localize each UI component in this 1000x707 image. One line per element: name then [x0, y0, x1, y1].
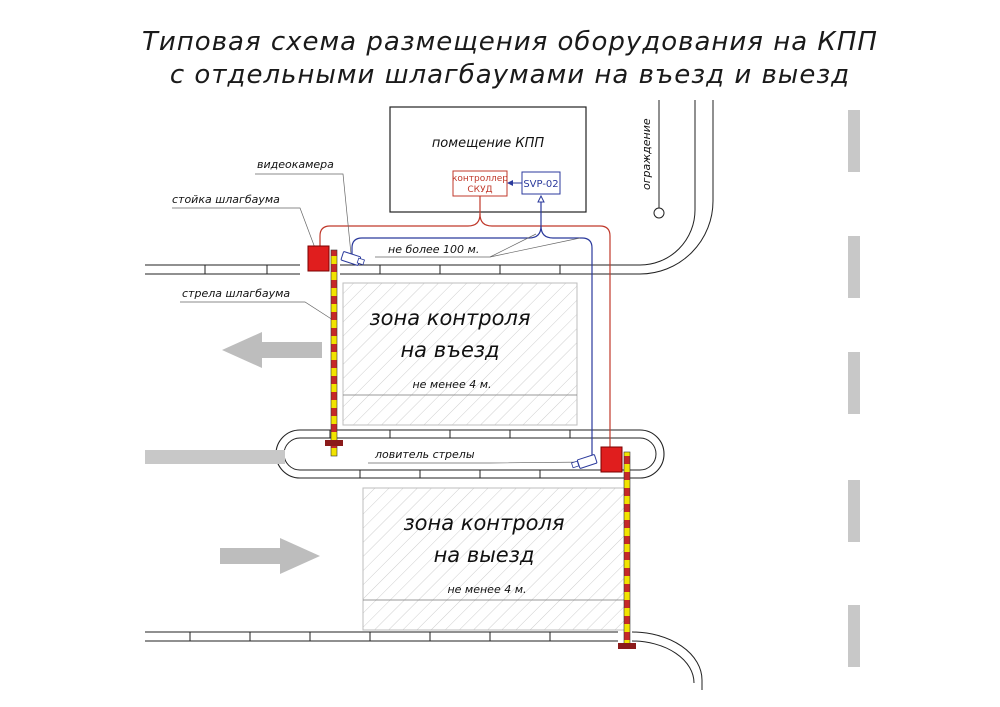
barrier-arm-label: стрела шлагбаума: [182, 287, 290, 300]
exit-camera-icon: [571, 454, 598, 469]
road-edges: [145, 100, 714, 690]
leader-lines: [172, 173, 591, 464]
title-line-2: с отдельными шлагбаумами на въезд и выез…: [170, 60, 850, 90]
exit-zone-size: не менее 4 м.: [447, 583, 526, 596]
svp-converter-label: SVP-02: [523, 179, 558, 190]
fence-post-icon: [653, 207, 665, 219]
exit-arm-catcher: [618, 643, 636, 649]
lane-divider-marking: [145, 450, 285, 464]
entry-zone-label-2: на въезд: [400, 338, 499, 362]
title-line-1: Типовая схема размещения оборудования на…: [142, 27, 878, 57]
access-controller-label-2: СКУД: [467, 185, 492, 195]
signal-cable-entry-camera: [351, 202, 542, 254]
entry-zone-label-1: зона контроля: [369, 306, 530, 330]
entry-zone-size: не менее 4 м.: [412, 378, 491, 391]
curb-ticks: [189, 265, 551, 641]
entry-camera-icon: [340, 251, 365, 266]
exit-zone-label-2: на выезд: [434, 543, 535, 567]
converter-arrow-icon: [507, 180, 513, 186]
arm-catcher-label: ловитель стрелы: [374, 448, 475, 461]
power-cable-exit: [479, 213, 611, 448]
access-controller: [452, 170, 508, 197]
entry-barrier-post: [307, 245, 330, 272]
power-cable-entry: [319, 196, 481, 246]
checkpoint-room-label: помещение КПП: [432, 136, 545, 151]
camera-label: видеокамера: [257, 158, 334, 171]
exit-zone-label-1: зона контроля: [403, 511, 564, 535]
access-controller-label-1: контроллер: [452, 174, 508, 184]
entry-curb: [340, 264, 628, 275]
traffic-island-inner: [283, 437, 657, 471]
traffic-island: [275, 429, 665, 479]
exit-barrier-arm: [623, 451, 631, 649]
exit-control-zone: [362, 487, 626, 631]
fence-label: ограждение: [640, 118, 653, 190]
signal-cable-exit-camera: [540, 225, 593, 460]
entry-arm-catcher: [325, 440, 343, 446]
cable-distance-label: не более 100 м.: [388, 243, 479, 256]
entry-control-zone: [342, 282, 578, 426]
entry-direction-arrow-icon: [222, 332, 322, 368]
exit-direction-arrow-icon: [220, 538, 320, 574]
entry-barrier-arm: [330, 249, 338, 457]
barrier-post-label: стойка шлагбаума: [172, 193, 280, 206]
exit-barrier-post: [600, 446, 623, 473]
island-ticks: [329, 430, 571, 478]
road-markings: [848, 110, 860, 667]
